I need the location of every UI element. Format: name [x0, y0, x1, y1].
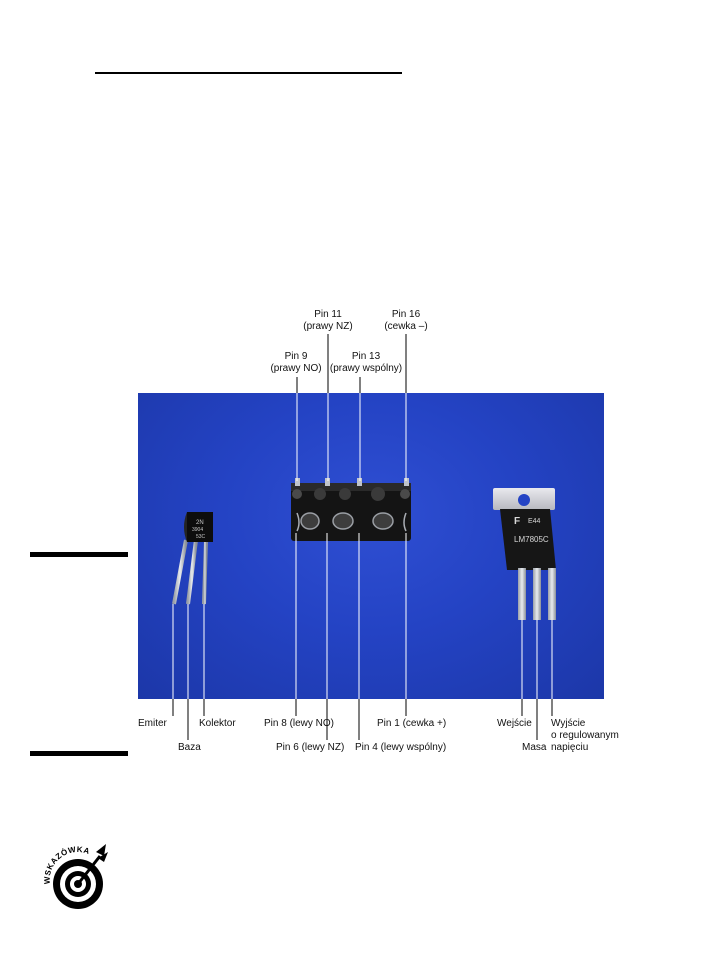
label-pin9-line1: Pin 9: [284, 351, 308, 362]
label-pin16: Pin 16 (cewka –): [376, 309, 436, 333]
side-rule-top: [30, 552, 128, 557]
label-emiter: Emiter: [138, 718, 167, 729]
label-pin11: Pin 11 (prawy NZ): [296, 309, 360, 333]
transistor-marking-3: 53C: [196, 534, 206, 540]
label-pin8: Pin 8 (lewy NO): [264, 718, 335, 729]
transistor-marking-2: 3904: [192, 527, 203, 533]
target-arrow-icon: WSKAZÓWKA: [43, 844, 108, 909]
label-wyjscie-line3: napięciu: [551, 742, 589, 753]
label-wyjscie-line1: Wyjście: [551, 718, 586, 729]
label-wyjscie: Wyjście o regulowanym napięciu: [551, 718, 619, 754]
label-baza: Baza: [178, 742, 201, 753]
label-masa: Masa: [522, 742, 547, 753]
label-pin1: Pin 1 (cewka +): [377, 718, 447, 729]
label-wyjscie-line2: o regulowanym: [551, 730, 619, 741]
label-pin6: Pin 6 (lewy NZ): [276, 742, 345, 753]
regulator-marking-3: LM7805C: [514, 535, 549, 544]
label-pin13: Pin 13 (prawy wspólny): [326, 351, 406, 375]
side-rule-bottom: [30, 751, 128, 756]
label-kolektor: Kolektor: [199, 718, 236, 729]
regulator-logo-mark: F: [514, 516, 520, 527]
label-pin16-line1: Pin 16: [391, 309, 421, 320]
transistor: 2N 3904 53C: [172, 512, 213, 605]
top-rule: [95, 72, 402, 74]
label-pin4: Pin 4 (lewy wspólny): [355, 742, 447, 753]
relay: [291, 478, 411, 541]
label-pin9: Pin 9 (prawy NO): [263, 351, 329, 375]
label-pin11-line2: (prawy NZ): [303, 321, 353, 332]
transistor-marking-1: 2N: [196, 520, 204, 526]
label-pin11-line1: Pin 11: [314, 309, 342, 320]
label-pin9-line2: (prawy NO): [270, 363, 322, 374]
voltage-regulator: F E44 LM7805C: [493, 488, 556, 620]
regulator-marking-2: E44: [528, 518, 541, 525]
leader-lines: [172, 334, 553, 740]
label-wejscie: Wejście: [497, 718, 532, 729]
label-pin13-line1: Pin 13: [351, 351, 381, 362]
label-pin16-line2: (cewka –): [384, 321, 428, 332]
label-pin13-line2: (prawy wspólny): [329, 363, 403, 374]
